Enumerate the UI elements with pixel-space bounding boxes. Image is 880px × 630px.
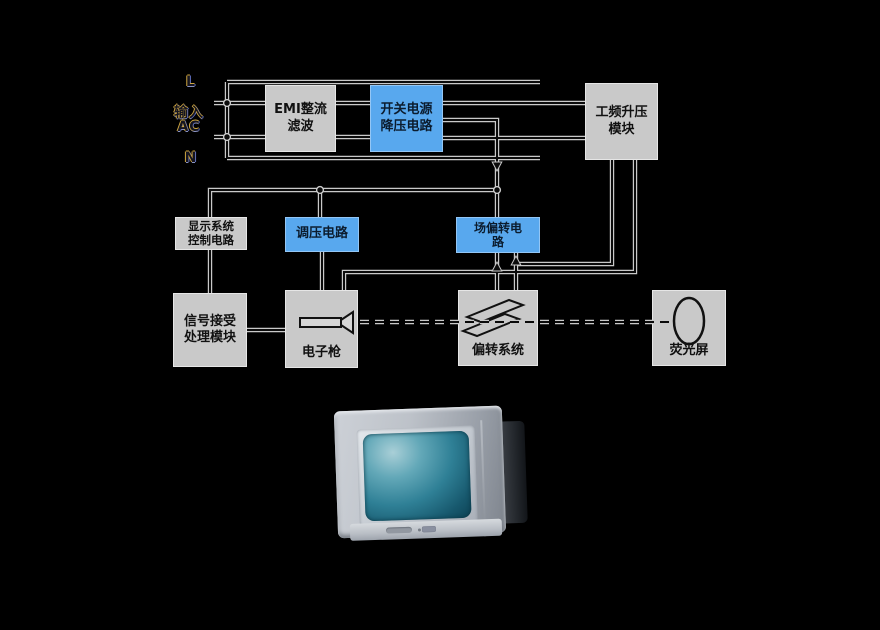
block-switching-psu: 开关电源 降压电路 xyxy=(370,85,443,152)
electron-gun-icon xyxy=(299,310,354,335)
block-emi-filter: EMI整流 滤波 xyxy=(265,85,336,152)
block-label: 模块 xyxy=(608,121,635,137)
block-label: 工频升压 xyxy=(595,105,648,121)
tv-power-led xyxy=(417,528,422,532)
deflection-plates-icon xyxy=(460,298,526,338)
block-label: 荧光屏 xyxy=(669,342,709,358)
block-signal-processor: 信号接受 处理模块 xyxy=(173,293,247,367)
block-label: 处理模块 xyxy=(183,330,236,345)
block-electron-gun: 电子枪 xyxy=(285,290,358,368)
tv-control-buttons xyxy=(385,526,413,534)
tv-brand-mark xyxy=(421,525,437,533)
block-voltage-regulator: 调压电路 xyxy=(285,217,359,252)
line-l-label: L xyxy=(186,74,196,90)
block-label: EMI整流 xyxy=(274,102,327,118)
block-deflection-system: 偏转系统 xyxy=(458,290,538,366)
tv-body xyxy=(333,405,507,541)
ac-input-label-line2: AC xyxy=(177,119,201,135)
tv-screen xyxy=(362,430,472,522)
block-label: 场偏转电 xyxy=(473,220,522,235)
phosphor-ellipse-icon xyxy=(672,296,706,346)
block-label: 控制电路 xyxy=(188,232,234,247)
crt-tv-image xyxy=(327,394,537,551)
block-label: 显示系统 xyxy=(188,218,234,233)
line-n-label: N xyxy=(184,150,198,166)
block-display-control: 显示系统 控制电路 xyxy=(175,217,247,250)
block-phosphor-screen: 荧光屏 xyxy=(652,290,726,366)
block-field-deflection: 场偏转电 路 xyxy=(456,217,540,253)
block-label: 调压电路 xyxy=(295,226,348,242)
block-label: 信号接受 xyxy=(183,313,236,329)
block-label: 偏转系统 xyxy=(471,342,524,358)
ac-input-label-line1: 输入 xyxy=(174,105,204,121)
block-label: 降压电路 xyxy=(380,118,433,134)
block-mains-boost: 工频升压 模块 xyxy=(585,83,658,160)
block-label: 路 xyxy=(491,235,504,249)
block-label: 滤波 xyxy=(287,118,314,134)
block-label: 电子枪 xyxy=(301,344,341,360)
block-label: 开关电源 xyxy=(380,102,433,118)
